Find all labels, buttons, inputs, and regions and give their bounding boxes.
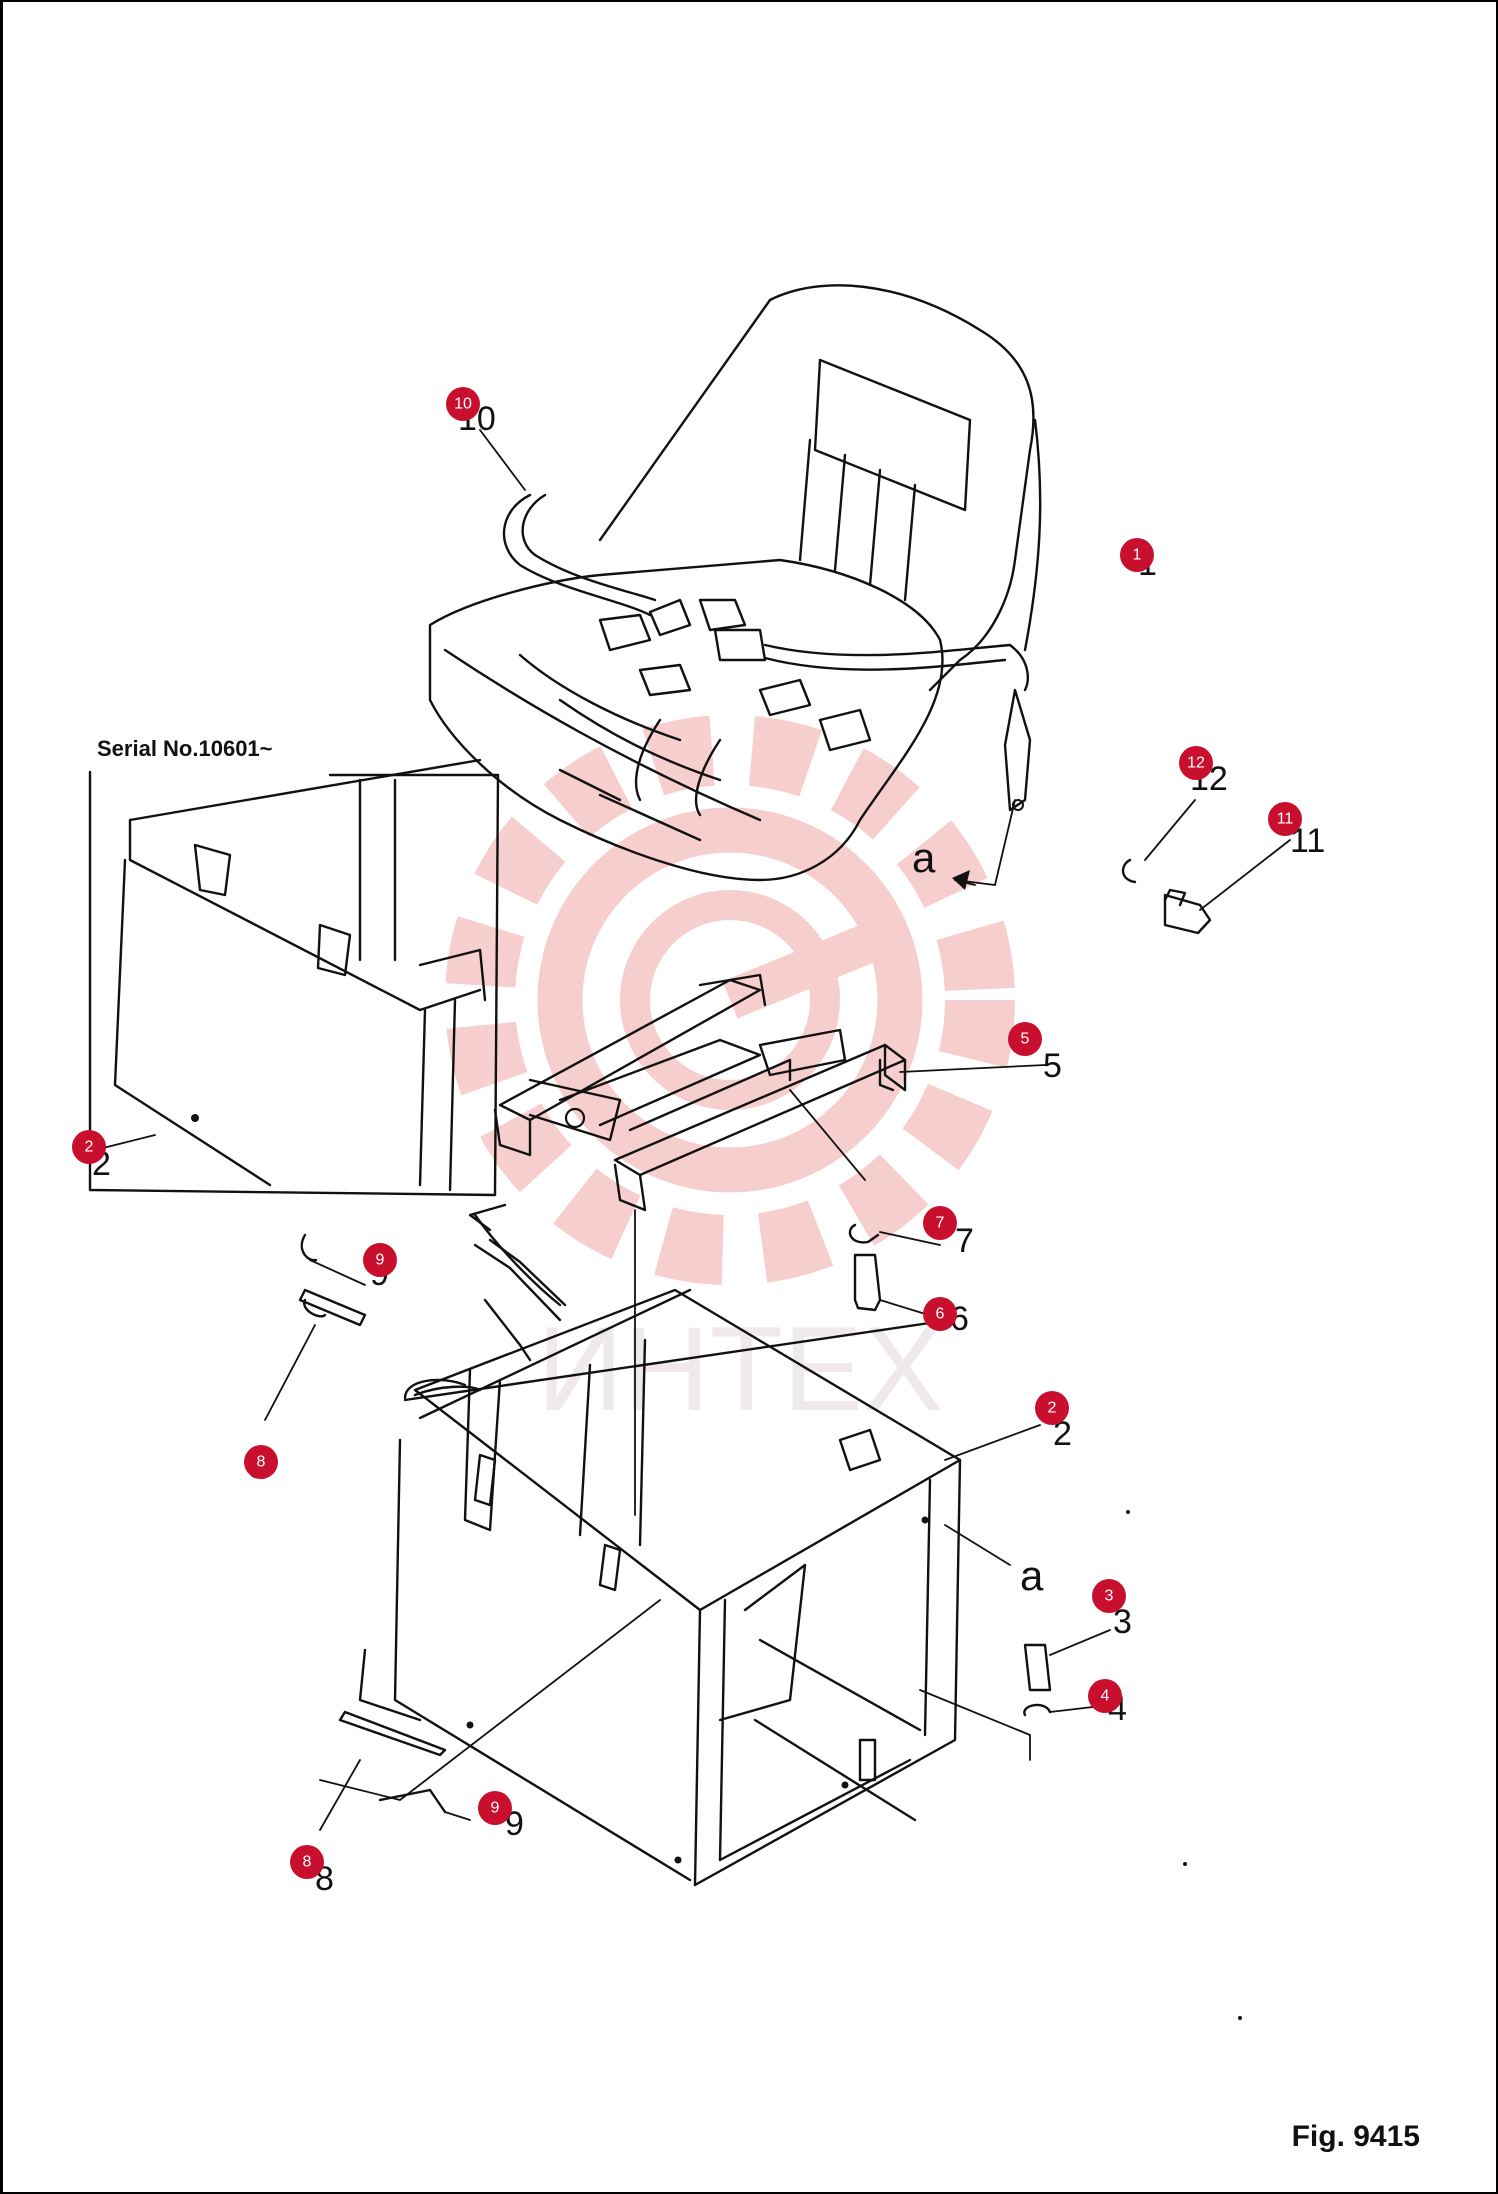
printed-number-7: 7 bbox=[955, 1222, 974, 1260]
svg-text:9: 9 bbox=[376, 1252, 385, 1269]
inset-serial-variant bbox=[88, 758, 500, 1197]
marker-4[interactable]: 4 bbox=[1088, 1679, 1122, 1713]
printed-number-5: 5 bbox=[1043, 1047, 1062, 1085]
marker-5[interactable]: 5 bbox=[1008, 1022, 1042, 1056]
marker-12[interactable]: 12 bbox=[1179, 746, 1213, 780]
marker-10[interactable]: 10 bbox=[446, 387, 480, 421]
svg-text:2: 2 bbox=[85, 1139, 94, 1156]
seat-assembly bbox=[428, 284, 1042, 882]
scan-specks bbox=[1126, 1510, 1242, 2020]
marker-2-inset[interactable]: 2 bbox=[72, 1130, 106, 1164]
svg-text:8: 8 bbox=[303, 1854, 312, 1871]
watermark-gear-logo bbox=[445, 715, 1015, 1285]
marker-8-bottom[interactable]: 8 bbox=[290, 1845, 324, 1879]
printed-number-2-stand: 2 bbox=[1053, 1415, 1072, 1453]
svg-text:4: 4 bbox=[1101, 1688, 1110, 1705]
figure-label: Fig. 9415 bbox=[1291, 2120, 1420, 2153]
seat-slide-rails bbox=[493, 973, 1046, 1516]
marker-8-top[interactable]: 8 bbox=[244, 1445, 278, 1479]
svg-text:2: 2 bbox=[1048, 1400, 1057, 1417]
svg-text:10: 10 bbox=[454, 396, 472, 413]
seat-belt bbox=[479, 429, 1032, 812]
marker-6[interactable]: 6 bbox=[923, 1297, 957, 1331]
svg-text:6: 6 bbox=[936, 1306, 945, 1323]
svg-text:12: 12 bbox=[1187, 755, 1205, 772]
marker-9-bottom[interactable]: 9 bbox=[478, 1791, 512, 1825]
svg-text:3: 3 bbox=[1105, 1588, 1114, 1605]
marker-7[interactable]: 7 bbox=[923, 1206, 957, 1240]
printed-number-3: 3 bbox=[1113, 1603, 1132, 1641]
svg-text:5: 5 bbox=[1021, 1031, 1030, 1048]
svg-text:11: 11 bbox=[1277, 811, 1294, 828]
svg-text:1: 1 bbox=[1133, 547, 1142, 564]
svg-text:8: 8 bbox=[257, 1454, 266, 1471]
marker-3[interactable]: 3 bbox=[1092, 1579, 1126, 1613]
part-markers: 1 2 2 3 4 5 6 7 8 8 9 9 10 11 12 bbox=[72, 387, 1302, 1879]
watermark-text: ИНТЕХ bbox=[537, 1302, 943, 1436]
marker-1[interactable]: 1 bbox=[1120, 538, 1154, 572]
svg-text:7: 7 bbox=[936, 1215, 945, 1232]
serial-number-note: Serial No.10601~ bbox=[97, 736, 273, 761]
svg-text:9: 9 bbox=[491, 1800, 500, 1817]
marker-2-stand[interactable]: 2 bbox=[1035, 1391, 1069, 1425]
reference-arrows: a a bbox=[912, 799, 1044, 1599]
letter-a-bottom: a bbox=[1020, 1552, 1044, 1599]
marker-9-top[interactable]: 9 bbox=[363, 1243, 397, 1277]
marker-11[interactable]: 11 bbox=[1268, 802, 1302, 836]
letter-a-top: a bbox=[912, 834, 936, 881]
seat-stand-box bbox=[319, 1203, 1041, 1887]
